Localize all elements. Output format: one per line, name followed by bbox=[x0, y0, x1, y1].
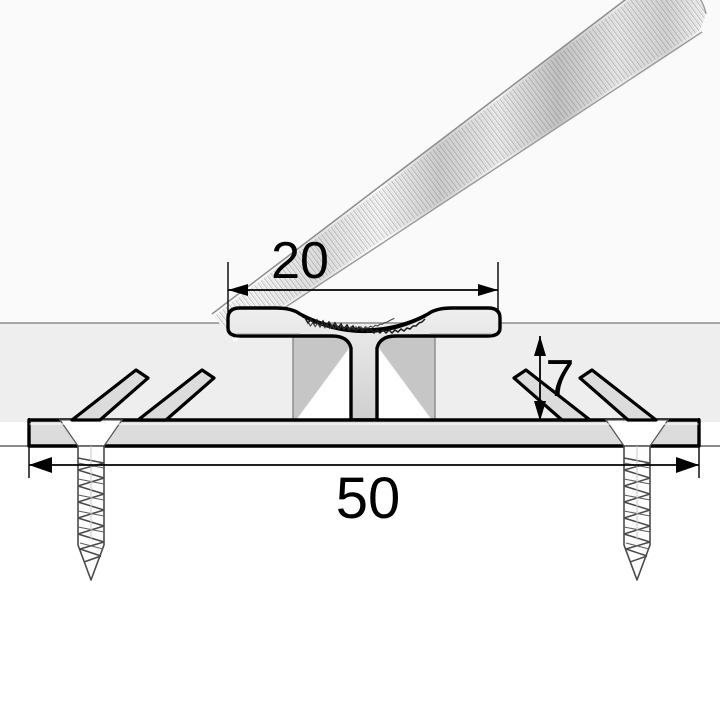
dimension-label-20: 20 bbox=[271, 232, 329, 290]
dimension-width-top: 20 bbox=[227, 232, 499, 312]
base-plate bbox=[27, 418, 701, 448]
arrow-right-50 bbox=[676, 457, 699, 473]
barb-fins bbox=[70, 368, 658, 422]
screw-right bbox=[623, 445, 651, 581]
arrow-bottom-7 bbox=[534, 401, 546, 421]
arrow-left-20 bbox=[228, 284, 248, 296]
arrow-top-7 bbox=[534, 336, 546, 356]
knurled-centre bbox=[301, 315, 427, 335]
screw-left bbox=[77, 445, 105, 581]
section-voids bbox=[292, 336, 436, 420]
dimension-height: 7 bbox=[534, 336, 574, 421]
arrow-right-20 bbox=[478, 284, 498, 296]
cross-section-profile bbox=[226, 306, 502, 422]
dimension-label-50: 50 bbox=[336, 466, 401, 531]
dimension-label-7: 7 bbox=[546, 350, 575, 408]
arrow-left-50 bbox=[29, 457, 52, 473]
dimension-width-base: 50 bbox=[28, 418, 700, 531]
